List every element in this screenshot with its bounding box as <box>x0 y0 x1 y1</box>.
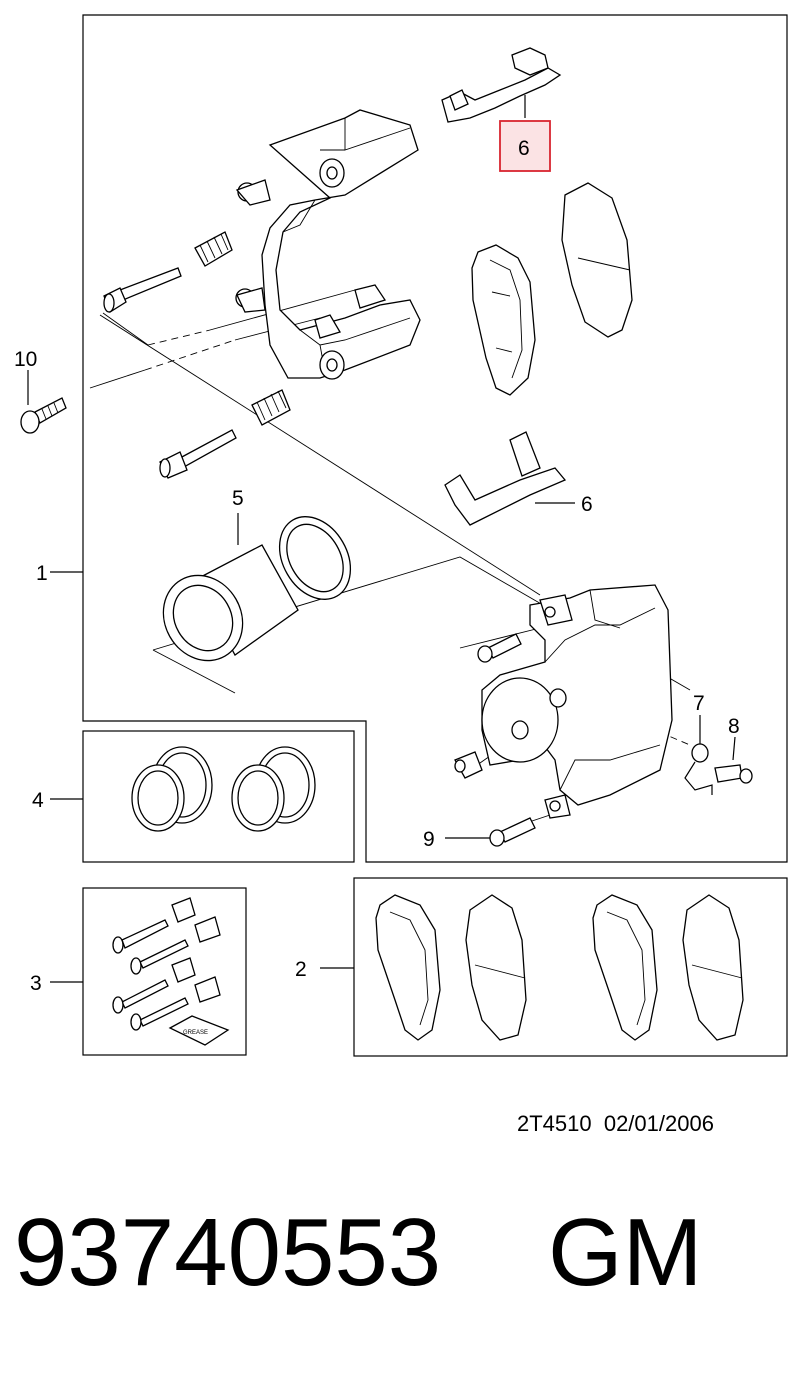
guide-pin-lower <box>159 389 291 479</box>
part-number: 93740553 <box>14 1199 442 1306</box>
callout-6-mid: 6 <box>581 493 593 516</box>
main-assembly-frame <box>82 14 788 863</box>
guide-pin-kit-frame <box>82 887 247 1056</box>
banjo-washer <box>684 743 713 795</box>
caliper-bolt-lower <box>489 817 536 847</box>
seal-pair-right <box>231 746 316 832</box>
drawing-reference: 2T4510 02/01/2006 <box>517 1111 714 1136</box>
callout-2: 2 <box>295 958 307 981</box>
callout-4: 4 <box>32 789 44 812</box>
seal-kit-frame <box>82 730 355 863</box>
guide-pin-kit: GREASE <box>112 897 230 1046</box>
callout-9: 9 <box>423 828 435 851</box>
mounting-bolt <box>20 397 67 434</box>
caliper-body <box>481 584 673 819</box>
callout-7: 7 <box>693 692 705 715</box>
callout-3: 3 <box>30 972 42 995</box>
grease-label: GREASE <box>183 1030 208 1036</box>
pad-set <box>375 894 744 1041</box>
callout-8: 8 <box>728 715 740 738</box>
bleeder-valve <box>714 764 753 784</box>
brand-name: GM <box>548 1199 703 1306</box>
callout-6-top: 6 <box>518 137 530 160</box>
pad-set-frame <box>353 877 788 1057</box>
leader-lines <box>27 95 736 983</box>
seal-pair-left <box>131 746 213 832</box>
caliper-bracket <box>235 109 421 380</box>
anti-rattle-clip-lower <box>444 431 567 526</box>
anti-rattle-clip-upper <box>441 47 562 123</box>
guide-pin-upper <box>103 231 233 313</box>
bleeder-screw <box>454 751 483 779</box>
callout-10: 10 <box>14 348 37 371</box>
caliper-piston <box>162 516 352 662</box>
highlight-box <box>499 120 551 172</box>
brake-pad-outer-upper <box>561 182 633 338</box>
caliper-bolt-upper <box>477 633 522 663</box>
callout-labels: 1 2 3 4 5 6 6 7 8 9 10 <box>14 137 740 995</box>
brake-pad-inner-upper <box>471 244 536 396</box>
callout-5: 5 <box>232 487 244 510</box>
callout-1: 1 <box>36 562 48 585</box>
